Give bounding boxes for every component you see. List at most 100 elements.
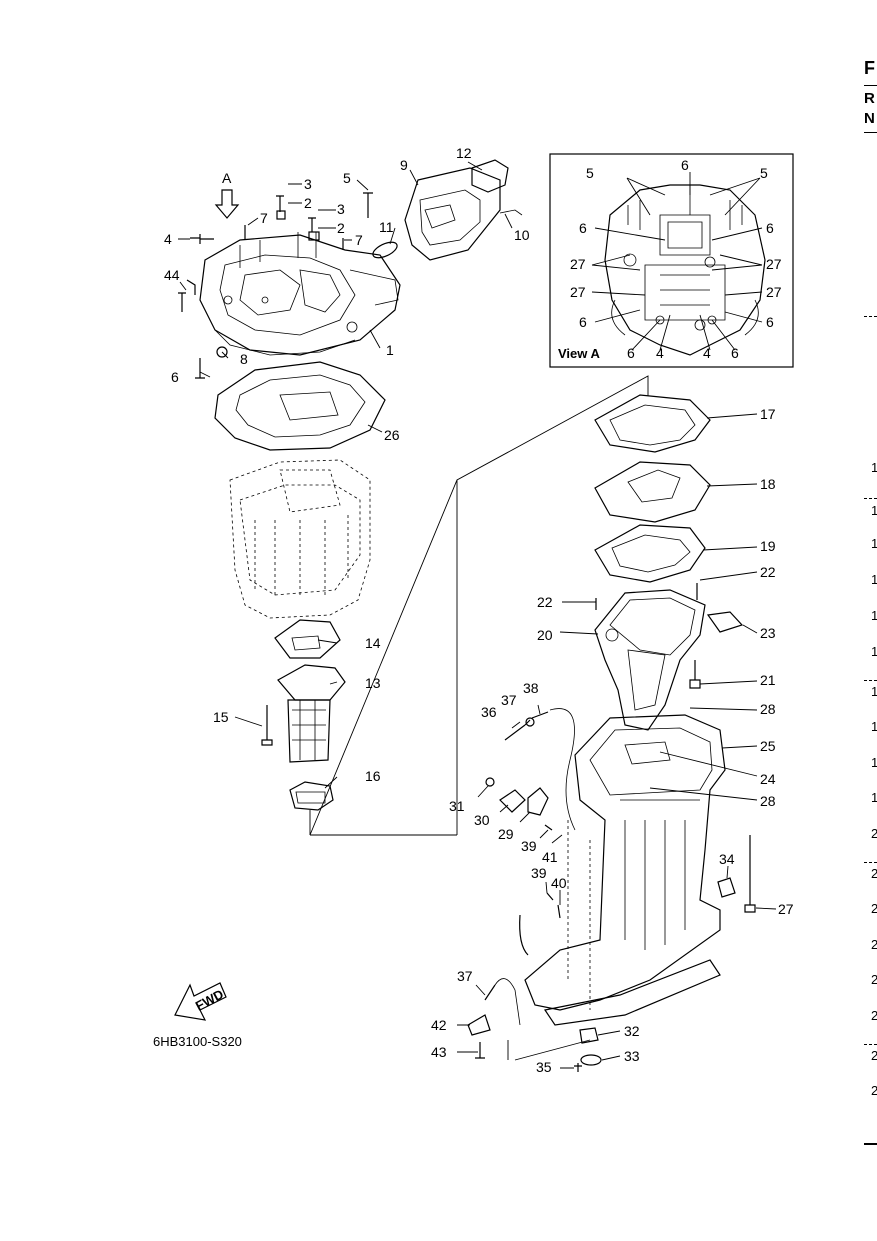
callout-36: 36 (481, 704, 497, 720)
bottom-fasteners (560, 1027, 621, 1072)
callout-7-right: 7 (355, 232, 363, 248)
callout-10: 10 (514, 227, 530, 243)
edge-num: 1 (871, 608, 877, 623)
view-a-callout-6-left: 6 (579, 220, 587, 236)
callout-35: 35 (536, 1059, 552, 1075)
callout-39-lower: 39 (531, 865, 547, 881)
callout-25: 25 (760, 738, 776, 754)
edge-num: 2 (871, 1048, 877, 1063)
muffler-parts (372, 159, 523, 261)
edge-num: 1 (871, 790, 877, 805)
callout-19: 19 (760, 538, 776, 554)
callout-16: 16 (365, 768, 381, 784)
gasket-26 (214, 361, 386, 451)
view-a-callout-6-bottom-left: 6 (579, 314, 587, 330)
callout-1: 1 (386, 342, 394, 358)
view-a-callout-6-bottom-1: 6 (627, 345, 635, 361)
edge-num: 2 (871, 1083, 877, 1098)
view-a-callout-6-top: 6 (681, 157, 689, 173)
callout-24: 24 (760, 771, 776, 787)
edge-num: 1 (871, 684, 877, 699)
callout-38: 38 (523, 680, 539, 696)
callout-6: 6 (171, 369, 179, 385)
edge-num: 1 (871, 719, 877, 734)
edge-num: 1 (871, 536, 877, 551)
upper-case-assembly (178, 179, 401, 379)
callout-7-left: 7 (260, 210, 268, 226)
callout-39-upper: 39 (521, 838, 537, 854)
edge-num: 2 (871, 866, 877, 881)
view-a-callout-4-a: 4 (656, 345, 664, 361)
view-a-callout-27-right-a: 27 (766, 256, 782, 272)
view-a-callout-4-b: 4 (703, 345, 711, 361)
small-parts-left (457, 704, 591, 1061)
edge-num: 2 (871, 826, 877, 841)
view-a-callout-27-left-b: 27 (570, 284, 586, 300)
callout-9: 9 (400, 157, 408, 173)
edge-num: 2 (871, 937, 877, 952)
callout-15: 15 (213, 709, 229, 725)
callout-26: 26 (384, 427, 400, 443)
callout-12: 12 (456, 145, 472, 161)
callout-32: 32 (624, 1023, 640, 1039)
callout-18: 18 (760, 476, 776, 492)
callout-8: 8 (240, 351, 248, 367)
view-a-leader-lines (591, 172, 763, 351)
view-arrow-label: A (222, 170, 232, 186)
callout-3-lower: 3 (337, 201, 345, 217)
callout-23: 23 (760, 625, 776, 641)
view-a-callout-6-bottom-2: 6 (731, 345, 739, 361)
edge-num: 1 (871, 460, 877, 475)
edge-num: 1 (871, 572, 877, 587)
callout-28-upper: 28 (760, 701, 776, 717)
edge-num: 2 (871, 972, 877, 987)
callout-14: 14 (365, 635, 381, 651)
view-a-arrow: A (214, 170, 240, 219)
callout-33: 33 (624, 1048, 640, 1064)
callout-29: 29 (498, 826, 514, 842)
view-a-callout-27-left-a: 27 (570, 256, 586, 272)
callout-2-upper: 2 (304, 195, 312, 211)
callout-5: 5 (343, 170, 351, 186)
callout-2-lower: 2 (337, 220, 345, 236)
view-a-callout-6-right: 6 (766, 220, 774, 236)
oil-pan-20 (559, 571, 758, 731)
bolt-27-and-cap-34 (717, 835, 777, 913)
callout-41: 41 (542, 849, 558, 865)
callout-34: 34 (719, 851, 735, 867)
lower-case-25 (519, 707, 758, 1026)
callout-3-upper: 3 (304, 176, 312, 192)
edge-header-n: N (864, 110, 875, 127)
gasket-17 (594, 394, 758, 453)
view-a-callout-5-right: 5 (760, 165, 768, 181)
callout-30: 30 (474, 812, 490, 828)
edge-num: 1 (871, 644, 877, 659)
edge-header-r: R (864, 90, 875, 107)
edge-num: 1 (871, 755, 877, 770)
view-a-callout-27-right-b: 27 (766, 284, 782, 300)
gasket-19 (594, 524, 758, 583)
view-a-inset: View A 5 5 6 6 6 27 27 27 27 6 6 6 4 4 6 (549, 153, 794, 368)
fwd-arrow-icon: FWD (174, 982, 227, 1021)
exhaust-parts (234, 619, 346, 835)
callout-44: 44 (164, 267, 180, 283)
view-a-upper-casing-drawing (604, 184, 766, 356)
callout-13: 13 (365, 675, 381, 691)
callout-11: 11 (379, 219, 394, 235)
gasket-18 (594, 461, 758, 523)
callout-28-lower: 28 (760, 793, 776, 809)
callout-31: 31 (449, 798, 465, 814)
edge-num: 1 (871, 503, 877, 518)
view-a-label: View A (558, 346, 601, 361)
callout-20: 20 (537, 627, 553, 643)
callout-22-right: 22 (760, 564, 776, 580)
edge-num: 2 (871, 1008, 877, 1023)
callout-21: 21 (760, 672, 776, 688)
figure-code: 6HB3100-S320 (153, 1034, 242, 1049)
upper-casing-outline (229, 459, 371, 619)
callout-4: 4 (164, 231, 172, 247)
callout-42: 42 (431, 1017, 447, 1033)
callout-37-lower: 37 (457, 968, 473, 984)
callout-numbers: 1 2 2 3 3 4 5 6 7 7 8 9 10 11 12 13 14 1… (164, 145, 794, 1075)
